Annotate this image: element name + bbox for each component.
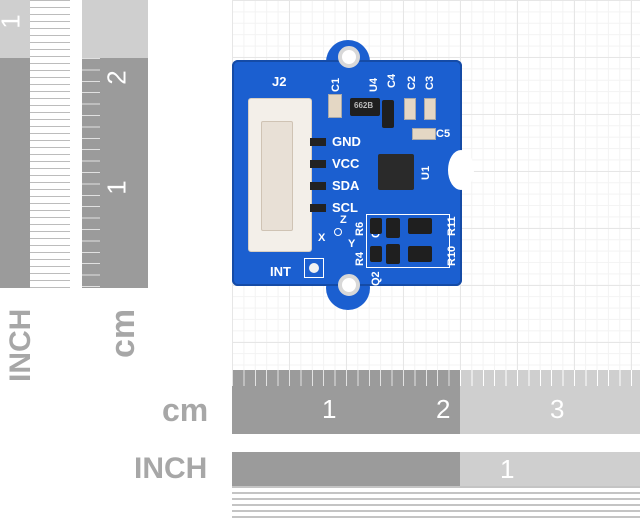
component-near-c4: [382, 100, 394, 128]
connector-pin-1: [310, 138, 326, 146]
pin-label-vcc: VCC: [332, 156, 360, 171]
transistor-q2: [386, 244, 400, 264]
label-q2: Q2: [370, 271, 382, 286]
axis-origin-marker: [334, 228, 342, 236]
horizontal-cm-number-1: 1: [322, 394, 337, 424]
capacitor-c3: [424, 98, 436, 120]
connector-pin-2: [310, 160, 326, 168]
label-c1: C1: [330, 77, 342, 92]
horizontal-cm-ruler-light: [460, 370, 640, 434]
label-u1: U1: [420, 165, 432, 180]
left-inch-label: INCH: [4, 308, 37, 382]
label-c5: C5: [436, 128, 451, 140]
connector-pin-4: [310, 204, 326, 212]
connector-housing: [261, 121, 293, 231]
label-c4: C4: [386, 73, 398, 88]
mount-hole-top: [338, 46, 360, 68]
resistor-r10: [408, 246, 432, 262]
label-r11: R11: [446, 216, 458, 236]
vertical-cm-number-2: 2: [101, 70, 132, 85]
chip-u4-marking: 662B: [354, 101, 374, 110]
horizontal-inch-ruler-light: [460, 452, 640, 486]
pin-label-gnd: GND: [332, 134, 361, 149]
horizontal-cm-ruler-dark: [232, 370, 460, 434]
bottom-inch-label: INCH: [134, 452, 208, 485]
resistor-r6: [370, 218, 382, 234]
label-int: INT: [270, 264, 291, 279]
grove-connector: [248, 98, 312, 252]
axis-z-label: Z: [340, 214, 347, 226]
vertical-inch-ruler-dark: [0, 58, 30, 288]
axis-x-label: X: [318, 232, 326, 244]
label-j2: J2: [272, 74, 287, 89]
pin-label-scl: SCL: [332, 200, 358, 215]
horizontal-cm-number-3: 3: [550, 394, 565, 424]
pcb-side-notch: [448, 150, 474, 190]
int-pad-outline: [304, 258, 324, 278]
vertical-inch-ruler-light: [0, 0, 30, 58]
horizontal-cm-number-2: 2: [436, 394, 451, 424]
capacitor-c2: [404, 98, 416, 120]
label-r10: R10: [446, 245, 458, 266]
vertical-inch-number-top: 1: [0, 14, 27, 28]
horizontal-inch-ticks: [232, 486, 640, 520]
capacitor-c1: [328, 94, 342, 118]
sensor-chip-u1: [378, 154, 414, 190]
mount-hole-bottom: [338, 274, 360, 296]
label-u4: U4: [368, 77, 380, 92]
capacitor-c5: [412, 128, 436, 140]
axis-y-label: Y: [348, 238, 356, 250]
component-outline: [366, 214, 450, 268]
vertical-cm-ruler-dark: [82, 58, 148, 288]
left-cm-label: cm: [104, 308, 142, 358]
label-c3: C3: [424, 75, 436, 90]
vertical-ruler-ticks: [30, 0, 70, 290]
resistor-r11: [408, 218, 432, 234]
horizontal-inch-number-1: 1: [500, 454, 515, 484]
horizontal-inch-ruler-dark: [232, 452, 460, 486]
label-r4: R4: [354, 251, 366, 266]
resistor-r4: [370, 246, 382, 262]
grid-background-left: [160, 0, 232, 370]
int-pad: [309, 263, 319, 273]
label-r6: R6: [354, 221, 366, 236]
transistor-q1: [386, 218, 400, 238]
label-c2: C2: [406, 75, 418, 90]
pin-label-sda: SDA: [332, 178, 360, 193]
vertical-cm-ruler-light: [82, 0, 148, 58]
connector-pin-3: [310, 182, 326, 190]
vertical-cm-number-1: 1: [101, 180, 132, 195]
bottom-cm-label: cm: [162, 392, 209, 428]
chip-u4: 662B: [350, 98, 380, 116]
